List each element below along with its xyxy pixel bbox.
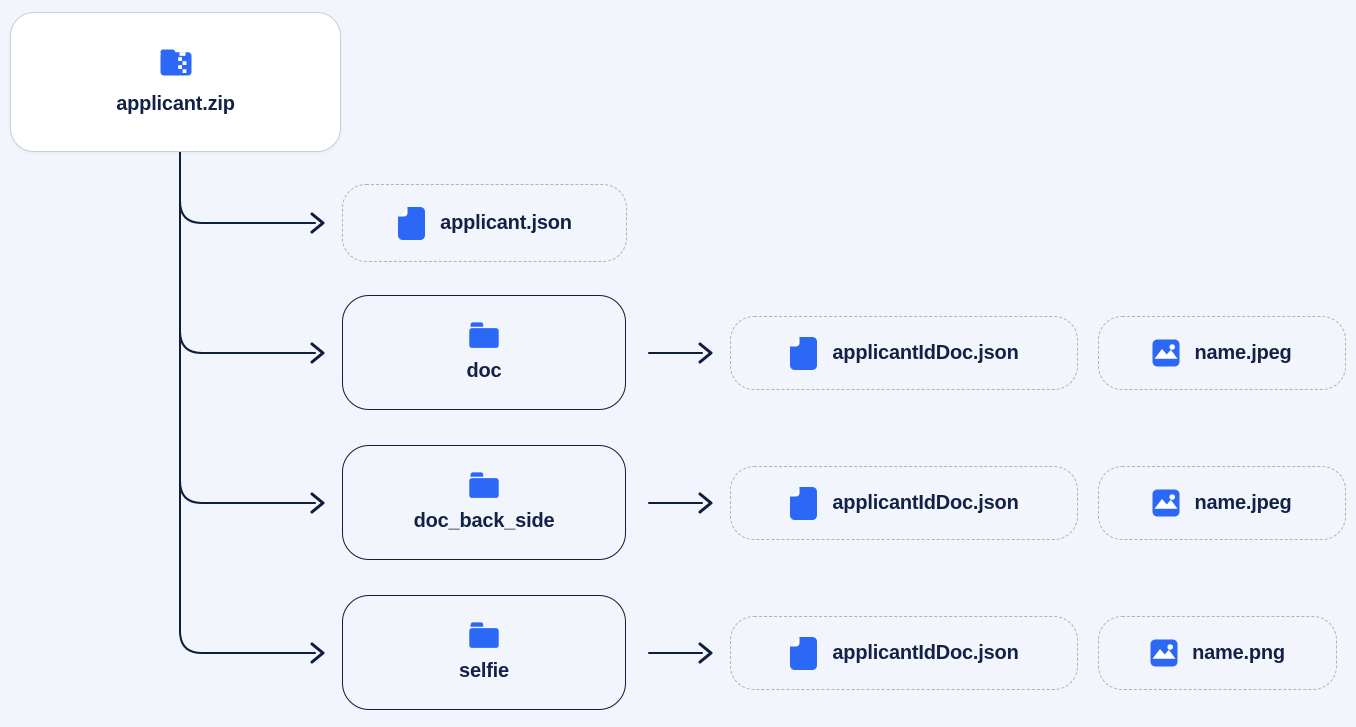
node-label: name.jpeg	[1194, 341, 1292, 364]
node-doc-back-side-applicantiddoc-json: applicantIdDoc.json	[730, 466, 1078, 540]
image-icon	[1152, 339, 1180, 367]
arrowhead-icon	[310, 642, 325, 664]
node-doc-back-side-folder: doc_back_side	[342, 445, 626, 560]
file-icon	[397, 206, 426, 241]
file-icon	[789, 486, 818, 521]
arrowhead-icon	[698, 642, 713, 664]
node-label: applicant.zip	[116, 93, 235, 115]
image-icon	[1150, 639, 1178, 667]
node-label: applicantIdDoc.json	[832, 341, 1019, 364]
node-label: doc_back_side	[413, 510, 555, 532]
zip-folder-icon	[159, 48, 193, 77]
branch-doc	[179, 330, 316, 354]
node-selfie-folder: selfie	[342, 595, 626, 710]
branch-applicant-json	[179, 200, 316, 224]
node-doc-folder: doc	[342, 295, 626, 410]
node-selfie-applicantiddoc-json: applicantIdDoc.json	[730, 616, 1078, 690]
image-icon	[1152, 489, 1180, 517]
node-label: applicant.json	[440, 211, 572, 234]
arrowhead-icon	[310, 212, 325, 234]
node-label: applicantIdDoc.json	[832, 491, 1019, 514]
arrowhead-icon	[310, 342, 325, 364]
node-applicant-zip: applicant.zip	[10, 12, 341, 152]
node-label: selfie	[459, 660, 509, 682]
branch-selfie	[179, 630, 316, 654]
node-label: doc	[466, 360, 502, 382]
node-applicant-json: applicant.json	[342, 184, 627, 262]
folder-icon	[468, 472, 500, 499]
node-selfie-name-png: name.png	[1098, 616, 1337, 690]
folder-icon	[468, 622, 500, 649]
arrowhead-icon	[310, 492, 325, 514]
file-icon	[789, 636, 818, 671]
arrowhead-icon	[698, 492, 713, 514]
node-doc-back-side-name-jpeg: name.jpeg	[1098, 466, 1346, 540]
node-doc-applicantiddoc-json: applicantIdDoc.json	[730, 316, 1078, 390]
folder-icon	[468, 322, 500, 349]
node-doc-name-jpeg: name.jpeg	[1098, 316, 1346, 390]
node-label: name.jpeg	[1194, 491, 1292, 514]
node-label: name.png	[1192, 641, 1285, 664]
node-label: applicantIdDoc.json	[832, 641, 1019, 664]
file-icon	[789, 336, 818, 371]
arrowhead-icon	[698, 342, 713, 364]
branch-doc-back-side	[179, 480, 316, 504]
